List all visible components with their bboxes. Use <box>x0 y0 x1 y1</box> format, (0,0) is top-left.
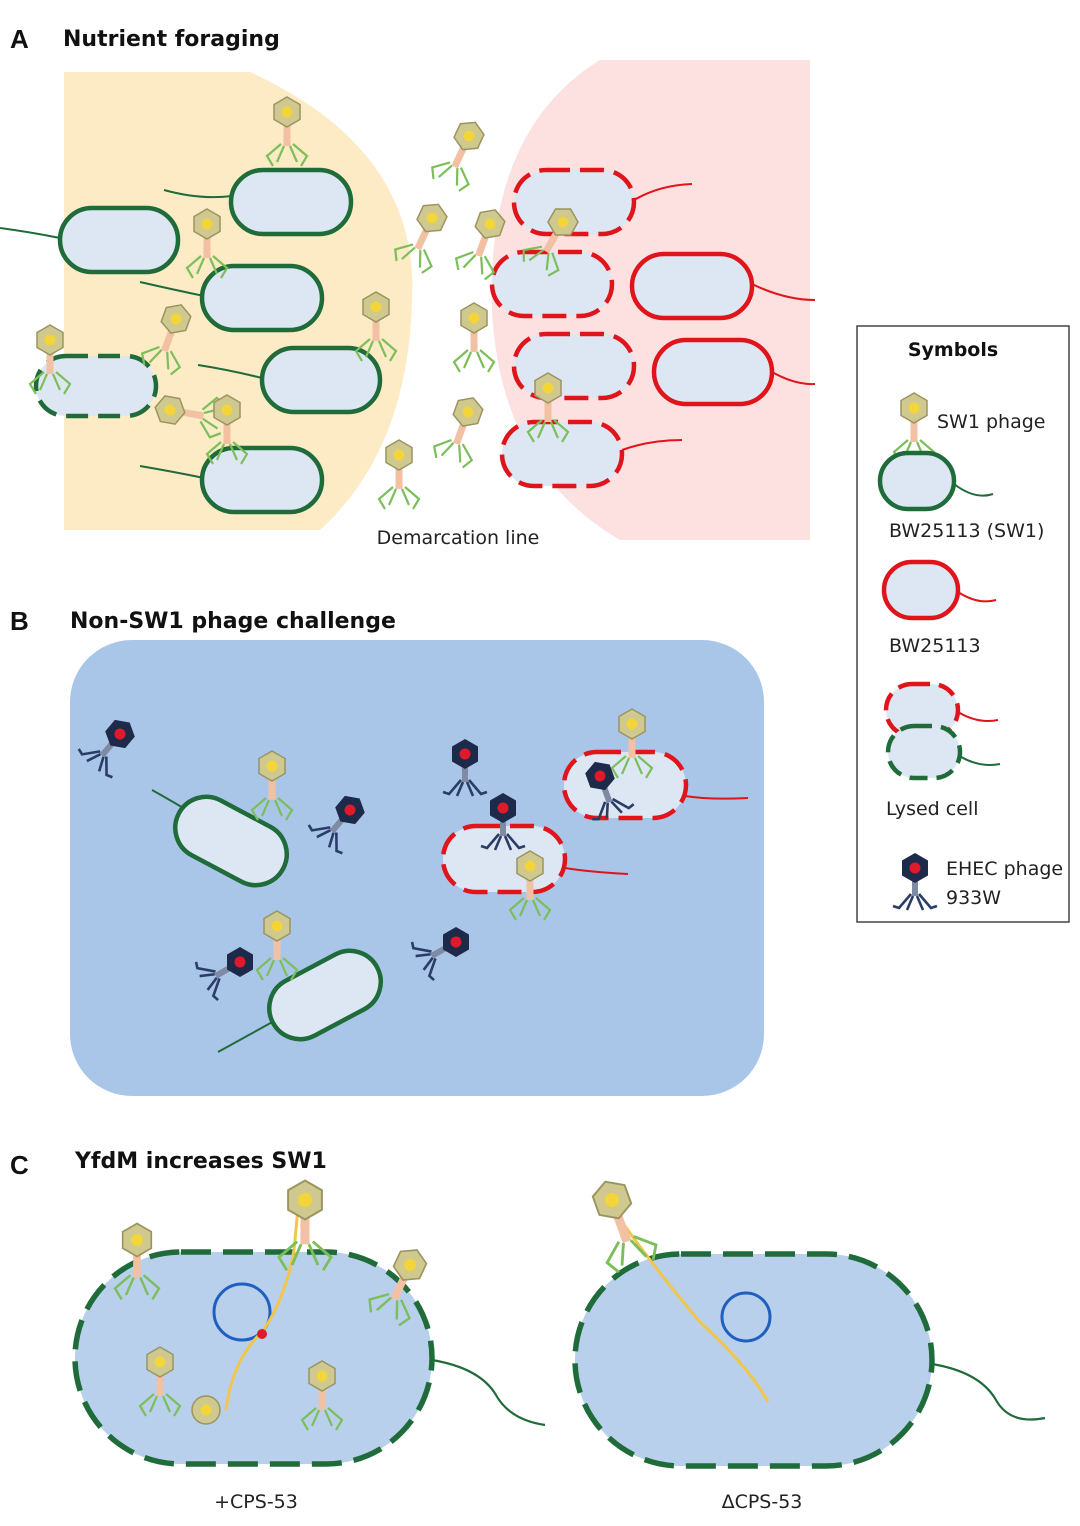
panel-a-letter: A <box>10 24 29 54</box>
sw1-cell-group <box>0 167 383 515</box>
sw1-cell <box>199 263 325 333</box>
integration-site-icon <box>257 1329 267 1339</box>
lysed-plain-cell <box>489 249 615 319</box>
legend-label-lysed-cell: Lysed cell <box>886 798 978 820</box>
legend-box <box>856 325 1070 923</box>
cps53-cell <box>72 1249 435 1467</box>
panel-a: A Nutrient foraging <box>0 24 816 549</box>
plain-cell <box>651 337 775 407</box>
panel-b: B Non-SW1 phage challenge <box>10 606 764 1096</box>
legend-label-plain-cell: BW25113 <box>889 635 981 657</box>
sw1-cell <box>259 345 383 415</box>
lysed-plain-cell <box>561 749 689 821</box>
lysed-plain-cell <box>511 167 637 237</box>
legend-sw1-cell <box>877 450 957 512</box>
panel-c-letter: C <box>10 1150 29 1180</box>
panel-b-letter: B <box>10 606 29 636</box>
cps53-deleted-label: ΔCPS-53 <box>722 1491 803 1513</box>
legend-plain-cell <box>881 559 961 621</box>
legend: Symbols SW1 phage BW25113 (SW1) BW25113 … <box>856 325 1070 923</box>
plasmid-icon <box>720 1291 772 1343</box>
cps53-deleted-cell <box>572 1251 935 1469</box>
legend-label-sw1-cell: BW25113 (SW1) <box>889 520 1044 542</box>
legend-lysed-sw1-cell <box>885 723 963 781</box>
lysed-plain-cell <box>499 419 625 489</box>
panel-b-title: Non-SW1 phage challenge <box>70 609 396 634</box>
sw1-cell <box>199 445 325 515</box>
sw1-cell <box>228 167 354 237</box>
plasmid-icon <box>212 1282 272 1342</box>
legend-label-ehec-phage-name: 933W <box>946 887 1001 909</box>
panel-c: C YfdM increases SW1 +CPS-53 ΔCPS-53 <box>10 1149 1046 1513</box>
panel-c-left-phages <box>113 1179 439 1432</box>
sw1-cell <box>57 205 181 275</box>
panel-a-title: Nutrient foraging <box>63 27 280 52</box>
legend-title: Symbols <box>908 339 998 361</box>
cps53-label: +CPS-53 <box>214 1491 298 1513</box>
sw1-cell <box>173 794 289 888</box>
legend-label-sw1-phage: SW1 phage <box>937 411 1045 433</box>
legend-label-ehec-phage: EHEC phage <box>946 858 1063 880</box>
panel-c-title: YfdM increases SW1 <box>74 1149 327 1174</box>
plain-cell <box>629 251 755 321</box>
sw1-cell <box>267 948 383 1042</box>
lysed-sw1-cell <box>33 353 159 419</box>
challenge-area <box>70 640 764 1096</box>
demarcation-label: Demarcation line <box>377 527 540 549</box>
lysed-plain-cell <box>511 331 637 401</box>
